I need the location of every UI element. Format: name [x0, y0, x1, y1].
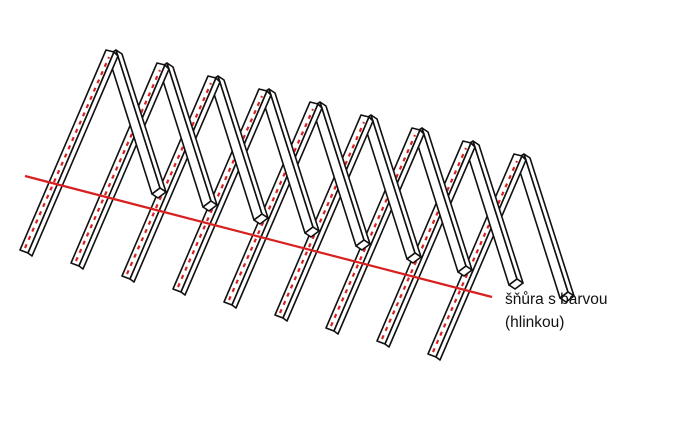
back-rafter-foot [202, 200, 218, 212]
chalk-marks [329, 134, 417, 327]
back-rafter-foot [151, 187, 167, 199]
back-rafter [515, 153, 569, 299]
chalk-marks [227, 108, 315, 301]
back-rafter-foot [253, 213, 269, 225]
front-rafter-side [129, 77, 221, 283]
rafter-group [19, 49, 575, 361]
chalk-line [24, 174, 493, 299]
chalk-marks [125, 82, 213, 275]
rafter-pair [19, 49, 167, 257]
front-rafter-side [180, 90, 272, 296]
back-rafter-foot [508, 278, 524, 290]
chalk-marks [278, 121, 366, 314]
chalk-marks [23, 56, 111, 249]
back-rafter-foot [406, 252, 422, 264]
chalk-marks [74, 69, 162, 262]
back-rafter-foot [457, 265, 473, 277]
back-rafter-foot [355, 239, 371, 251]
chalk-marks [176, 95, 264, 288]
back-rafter-foot [559, 291, 575, 303]
front-rafter-side [27, 51, 119, 257]
annotation-line-2: (hlinkou) [505, 314, 564, 331]
annotation-line-1: šňůra s barvou [505, 291, 608, 308]
back-rafter-foot [304, 226, 320, 238]
chalk-marks [431, 160, 519, 353]
chalk-marks [380, 147, 468, 340]
back-rafter-side [523, 153, 575, 297]
front-rafter-side [78, 64, 170, 270]
